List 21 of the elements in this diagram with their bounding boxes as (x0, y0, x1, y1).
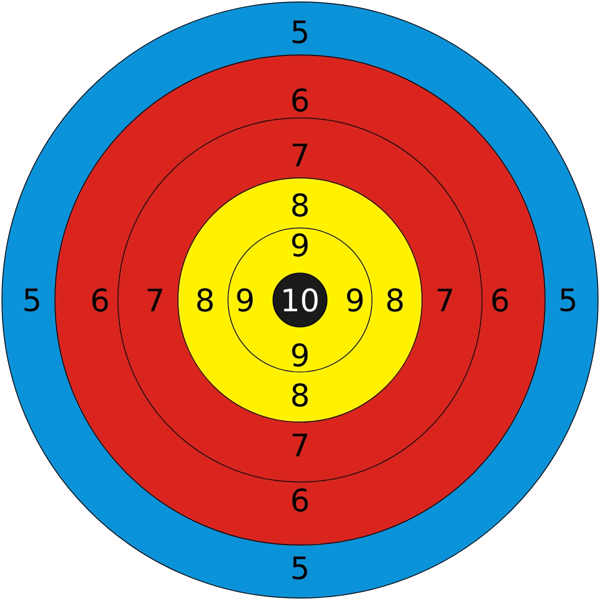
score-number: 9 (237, 288, 253, 312)
score-number: 10 (284, 288, 318, 312)
score-number: 5 (292, 556, 308, 580)
score-number: 9 (347, 288, 363, 312)
score-number: 6 (492, 288, 508, 312)
score-number: 9 (292, 343, 308, 367)
score-number: 8 (387, 288, 403, 312)
score-number: 6 (92, 288, 108, 312)
score-number: 5 (24, 288, 40, 312)
score-number: 7 (438, 288, 452, 312)
score-number: 7 (292, 434, 308, 456)
score-number: 6 (292, 488, 308, 512)
score-number: 8 (197, 288, 213, 312)
score-number: 7 (292, 144, 308, 166)
score-number: 9 (292, 233, 308, 257)
score-number: 5 (560, 288, 576, 312)
score-number: 7 (148, 288, 162, 312)
score-number: 5 (292, 20, 308, 44)
score-number: 6 (292, 88, 308, 112)
score-number: 8 (292, 383, 308, 407)
score-number: 8 (292, 193, 308, 217)
